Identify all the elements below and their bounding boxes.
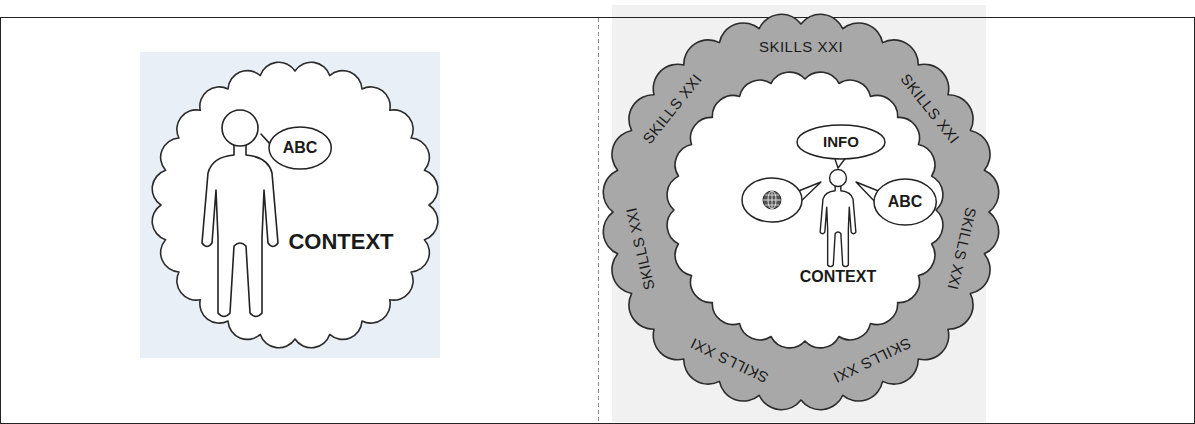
ring-text: SKILLS XXI xyxy=(759,38,843,55)
bubble-label: INFO xyxy=(823,133,859,150)
bubble-label: ABC xyxy=(283,139,318,157)
person xyxy=(820,170,856,267)
bubble-tail xyxy=(796,182,821,205)
globe xyxy=(763,191,781,209)
badge-label: CONTEXT xyxy=(800,268,876,286)
frame xyxy=(1,18,1195,424)
person-head xyxy=(830,170,847,187)
scalloped-badge: CONTEXT ABC xyxy=(147,57,443,353)
globe-bubble xyxy=(742,178,802,222)
globe-equator xyxy=(763,200,781,201)
speech-bubble: INFO xyxy=(796,124,886,160)
globe-meridian xyxy=(772,191,773,209)
scalloped-badge: CONTEXT INFO ABC xyxy=(662,67,948,353)
badge-shape xyxy=(152,62,438,348)
bubble-shape xyxy=(269,127,331,169)
speech-bubble: ABC xyxy=(268,126,332,170)
globe-meridian xyxy=(768,191,776,209)
person xyxy=(202,110,278,317)
person-body xyxy=(202,145,278,317)
bubble-label: ABC xyxy=(888,193,923,211)
badge-outline xyxy=(147,57,443,353)
person-head xyxy=(222,110,258,146)
globe-icon xyxy=(763,191,781,209)
globe-parallel xyxy=(765,195,779,196)
badge-label: CONTEXT xyxy=(288,229,393,254)
globe-parallel xyxy=(765,205,779,206)
left-panel xyxy=(140,52,440,358)
badge-shape xyxy=(603,14,998,409)
bubble-shape xyxy=(874,179,936,225)
speech-bubble: ABC xyxy=(873,178,937,226)
divider-line xyxy=(598,18,599,424)
scalloped-badge: SKILLS XXISKILLS XXISKILLS XXISKILLS XXI… xyxy=(598,9,1004,415)
person-body xyxy=(820,186,856,267)
bubble-shape xyxy=(797,125,885,159)
badge-shape xyxy=(667,72,943,348)
